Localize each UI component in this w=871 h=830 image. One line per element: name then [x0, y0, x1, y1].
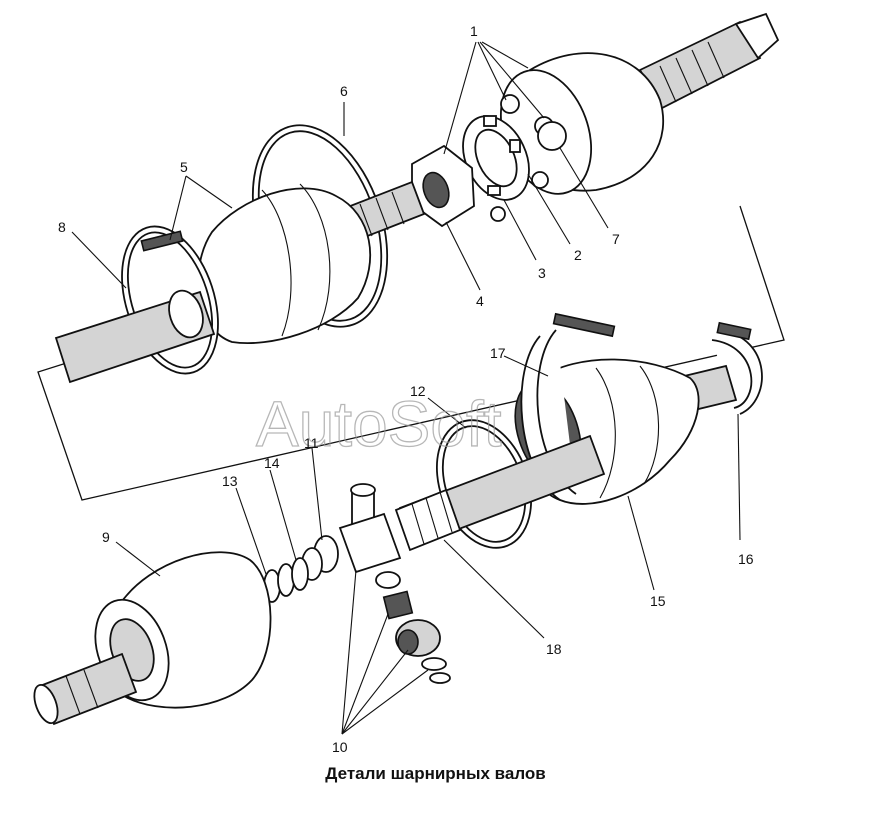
callout-18: 18 [546, 641, 562, 657]
cage [462, 115, 530, 201]
retaining-ring [537, 121, 567, 151]
callout-7: 7 [612, 231, 620, 247]
callout-6: 6 [340, 83, 348, 99]
intermediate-shaft [394, 434, 606, 552]
top-stub-shaft [638, 12, 780, 110]
inner-race [411, 144, 475, 228]
callout-8: 8 [58, 219, 66, 235]
connector-frame [37, 205, 785, 501]
callout-11: 11 [304, 435, 319, 451]
callout-13: 13 [222, 473, 238, 489]
exploded-diagram: AutoSoft 1 2 3 4 5 6 7 8 9 10 11 12 13 1… [33, 12, 785, 755]
bottom-assembly [33, 312, 763, 726]
callout-9: 9 [102, 529, 110, 545]
top-assembly [54, 12, 780, 384]
callout-12: 12 [410, 383, 426, 399]
callout-14: 14 [264, 455, 280, 471]
callout-17: 17 [490, 345, 506, 361]
boot-clamp-right [711, 321, 763, 415]
inner-stub-shaft [33, 652, 138, 726]
leader-lines [71, 41, 741, 735]
figure-caption: Детали шарнирных валов [325, 764, 546, 783]
callout-2: 2 [574, 247, 582, 263]
tripod-spider [338, 483, 414, 620]
callout-1: 1 [470, 23, 478, 39]
tripod-roller [395, 619, 451, 684]
callout-15: 15 [650, 593, 666, 609]
callout-4: 4 [476, 293, 484, 309]
callout-10: 10 [332, 739, 348, 755]
callout-3: 3 [538, 265, 546, 281]
callout-5: 5 [180, 159, 188, 175]
callout-16: 16 [738, 551, 754, 567]
watermark: AutoSoft [256, 388, 502, 460]
left-main-shaft [54, 289, 216, 384]
